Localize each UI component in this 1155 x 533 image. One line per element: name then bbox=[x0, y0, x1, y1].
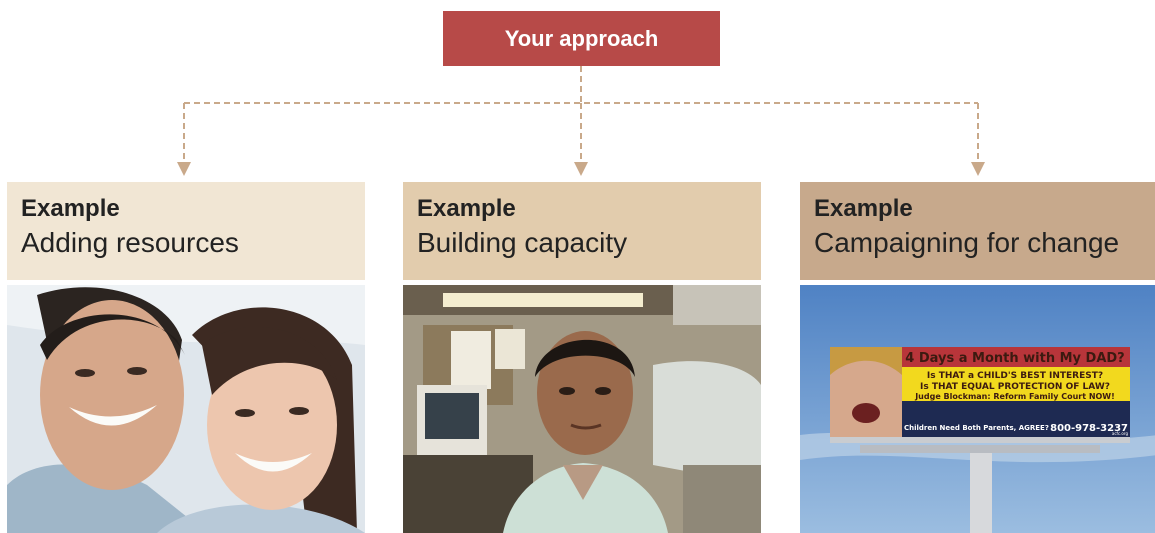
arrow-down-icon bbox=[177, 162, 191, 176]
billboard-line2: Is THAT EQUAL PROTECTION OF LAW? bbox=[920, 382, 1110, 392]
panel-kicker: Example bbox=[814, 195, 913, 222]
panel-header: Example Campaigning for change bbox=[800, 182, 1155, 280]
billboard-footer: Children Need Both Parents, AGREE? bbox=[904, 424, 1049, 432]
panel-header: Example Adding resources bbox=[7, 182, 365, 280]
panel-kicker: Example bbox=[21, 195, 120, 222]
example-panel-campaigning-for-change: Example Campaigning for change bbox=[800, 182, 1155, 533]
billboard-photo: 4 Days a Month with My DAD? Is THAT a CH… bbox=[800, 285, 1155, 533]
panel-title: Adding resources bbox=[21, 227, 239, 258]
couple-photo bbox=[7, 285, 365, 533]
billboard-line1: Is THAT a CHILD'S BEST INTEREST? bbox=[927, 371, 1103, 381]
example-panel-building-capacity: Example Building capacity bbox=[403, 182, 761, 533]
billboard-phone: 800-978-3237 bbox=[1050, 423, 1128, 434]
arrow-down-icon bbox=[971, 162, 985, 176]
root-label: Your approach bbox=[504, 25, 659, 51]
billboard-site: acfc.org bbox=[1112, 431, 1129, 436]
billboard-headline: 4 Days a Month with My DAD? bbox=[905, 351, 1124, 366]
panel-kicker: Example bbox=[417, 195, 516, 222]
root-node: Your approach bbox=[443, 11, 720, 66]
panel-header: Example Building capacity bbox=[403, 182, 761, 280]
example-panel-adding-resources: Example Adding resources bbox=[7, 182, 365, 533]
workshop-man-photo bbox=[403, 285, 761, 533]
panel-title: Campaigning for change bbox=[814, 227, 1120, 258]
panel-title: Building capacity bbox=[417, 227, 628, 258]
billboard-line3: Judge Blockman: Reform Family Court NOW! bbox=[914, 392, 1115, 401]
arrow-down-icon bbox=[574, 162, 588, 176]
